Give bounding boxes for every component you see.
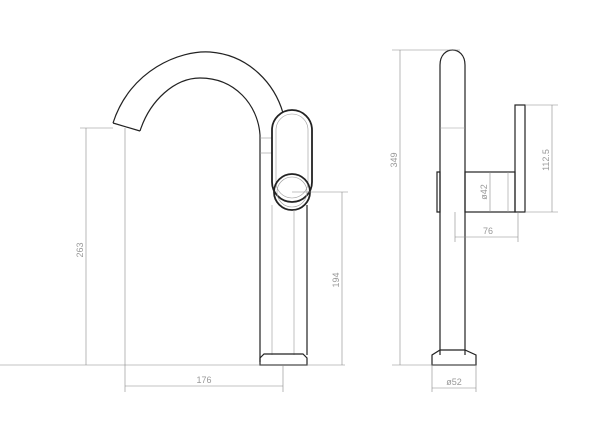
dim-label-349: 349 [389, 152, 399, 167]
side-handle-plate[interactable] [514, 104, 526, 213]
dim-label-112-5: 112.5 [541, 149, 551, 171]
side-body [439, 49, 466, 355]
dim-label-263: 263 [75, 242, 85, 257]
handle-lever[interactable] [271, 109, 313, 203]
side-handle-left [436, 171, 441, 213]
side-base [431, 349, 477, 366]
base [259, 353, 308, 366]
side-view: 349 112.5 ø42 76 ø52 [389, 49, 558, 392]
spout-inner [139, 77, 261, 362]
dim-label-76: 76 [483, 226, 493, 236]
dim-label-42: ø42 [479, 184, 489, 200]
handle-lever-inner [275, 113, 309, 199]
spout-tip [112, 122, 141, 132]
dim-label-194: 194 [331, 272, 341, 287]
dim-label-176: 176 [196, 375, 211, 385]
spout-outer [112, 51, 284, 124]
dim-label-52: ø52 [446, 377, 462, 387]
front-view: 263 176 194 [0, 51, 348, 392]
